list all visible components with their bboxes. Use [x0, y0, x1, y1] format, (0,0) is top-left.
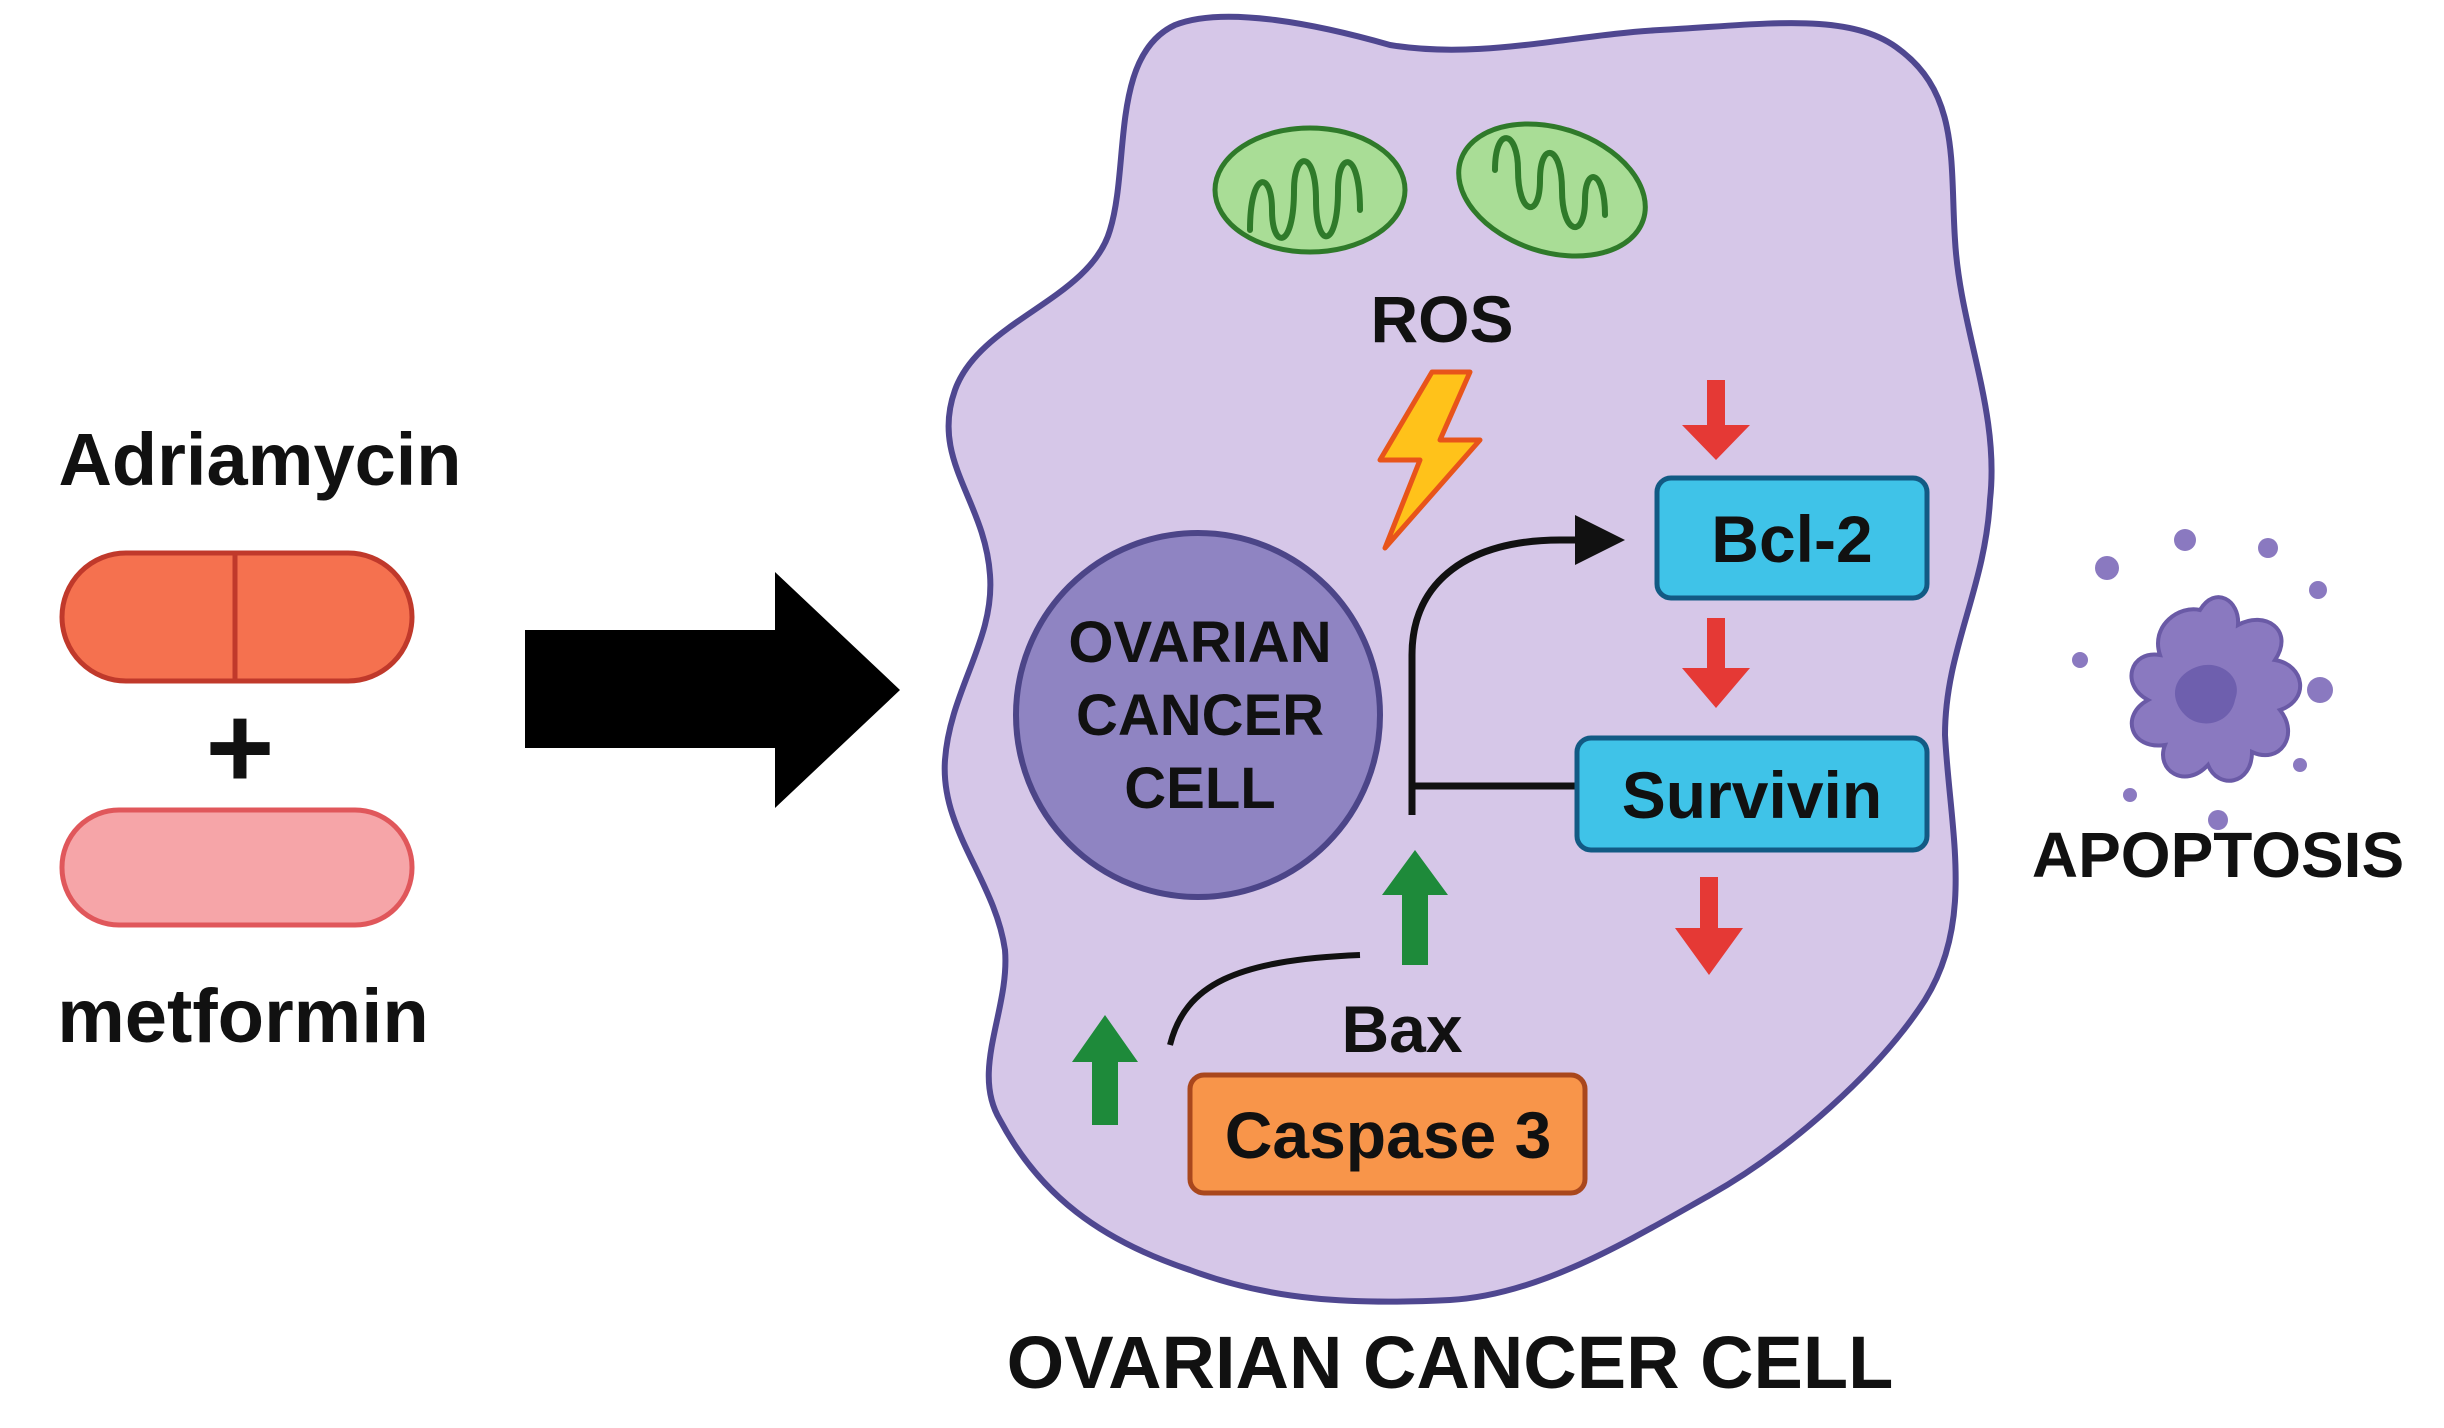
apoptotic-cell-icon: [2072, 529, 2333, 830]
plus-sign: +: [206, 682, 275, 814]
survivin-box: [1574, 735, 1930, 853]
adriamycin-label: Adriamycin: [58, 418, 461, 501]
adriamycin-pill-icon: [59, 550, 415, 684]
bax-to-bcl2-arrow: [1408, 536, 1580, 815]
lightning-bolt-icon: [1377, 369, 1483, 551]
cancer-cell-body: [941, 13, 1995, 1305]
down-arrow-icon: [1682, 618, 1750, 708]
bax-label: Bax: [1341, 992, 1462, 1066]
mitochondrion-icon: [1212, 125, 1408, 255]
nucleus-label-line1: OVARIAN: [1068, 610, 1331, 675]
ros-label: ROS: [1370, 282, 1513, 356]
nucleus-label-line3: CELL: [1124, 756, 1275, 821]
caspase3-label: Caspase 3: [1225, 1098, 1552, 1172]
down-arrow-icon: [1682, 380, 1750, 460]
survivin-label: Survivin: [1622, 758, 1882, 832]
up-arrow-icon: [1072, 1015, 1138, 1125]
up-arrow-icon: [1382, 850, 1448, 965]
mitochondrion-icon: [1456, 121, 1648, 259]
bcl2-box: [1654, 475, 1930, 601]
nucleus: [1013, 530, 1383, 900]
metformin-label: metformin: [57, 974, 429, 1059]
caspase3-box: [1187, 1072, 1588, 1196]
bcl2-label: Bcl-2: [1711, 502, 1872, 576]
treatment-arrow: [525, 572, 900, 808]
metformin-pill-icon: [59, 807, 415, 928]
apoptosis-label: APOPTOSIS: [2032, 819, 2404, 891]
caspase-to-bax-line: [1167, 952, 1361, 1046]
down-arrow-icon: [1675, 877, 1743, 975]
cell-caption: OVARIAN CANCER CELL: [1007, 1321, 1894, 1404]
bcl2-arrowhead: [1575, 515, 1625, 565]
nucleus-label-line2: CANCER: [1076, 683, 1324, 748]
